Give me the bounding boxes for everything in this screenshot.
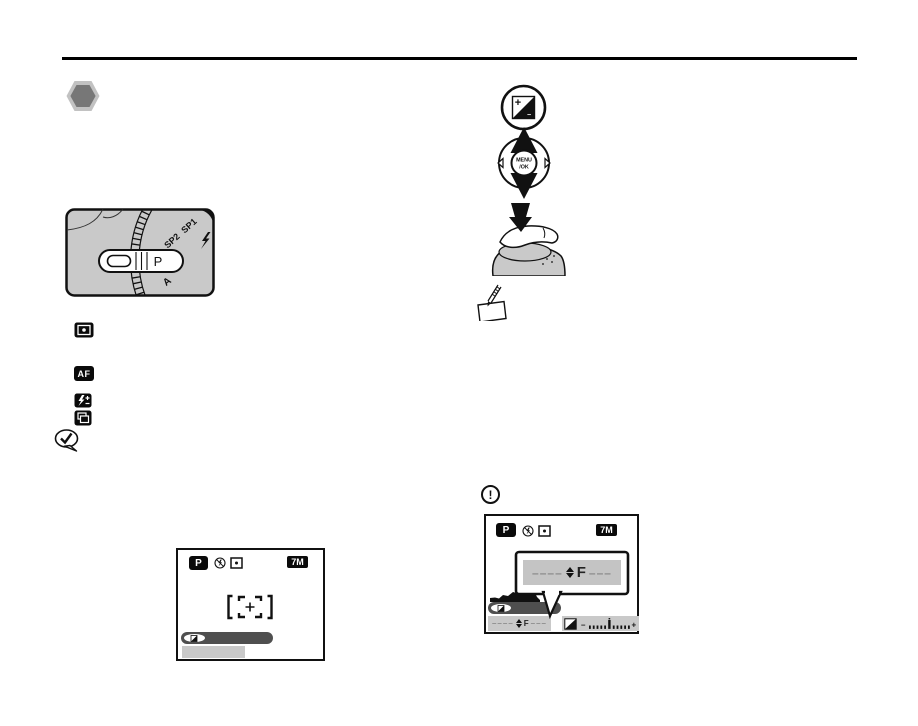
multi-selector-icon: MENU /OK — [497, 127, 551, 199]
warning-icon: ! — [481, 485, 500, 504]
lcd-screen-right: P 7M –––– — [484, 514, 639, 634]
mode-dial-figure: SP1 SP2 A P — [65, 208, 215, 297]
left-arrow-icon — [497, 157, 504, 169]
mode-badge: P — [496, 523, 516, 537]
metering-icon — [538, 525, 551, 537]
exposure-oval-icon — [491, 604, 511, 612]
ev-minus-label: – — [581, 620, 586, 629]
lcd-screen-left: P 7M — [176, 548, 325, 661]
shutter-dashes: –––– — [532, 565, 563, 580]
focus-frame-icon — [227, 594, 273, 620]
finger — [499, 225, 559, 249]
exposure-oval-icon — [184, 634, 205, 642]
note-icon — [477, 284, 507, 321]
flash-off-icon — [522, 525, 534, 537]
menu-label: MENU — [516, 158, 532, 164]
ev-plus-label: + — [631, 620, 636, 629]
hexagon-section-icon — [66, 81, 100, 111]
right-arrow-icon — [544, 157, 551, 169]
resolution-label: 7M — [291, 557, 304, 567]
check-bubble-icon — [54, 429, 79, 452]
af-icon: AF — [74, 366, 94, 381]
spot-metering-icon — [74, 322, 94, 338]
shutter-press-figure — [491, 203, 566, 276]
resolution-badge: 7M — [287, 556, 308, 568]
mode-badge-label: P — [502, 524, 510, 536]
continuous-shooting-icon — [74, 410, 92, 426]
shutter-dashes: –––– — [491, 619, 514, 628]
ev-scale-icon: – + — [581, 617, 636, 629]
aperture-f: F — [576, 564, 586, 581]
mode-badge: P — [189, 556, 208, 570]
flash-compensation-icon — [74, 393, 92, 408]
exposure-menu-bar — [488, 602, 561, 614]
up-arrow-icon — [510, 127, 538, 153]
exposure-mini-icon — [497, 604, 504, 612]
histogram-icon — [490, 586, 540, 602]
updown-arrow-icon — [565, 567, 574, 578]
press-arrow-icon — [509, 203, 532, 232]
flash-icon — [201, 232, 211, 249]
mode-badge-label: P — [195, 557, 202, 569]
flash-off-icon — [214, 557, 226, 569]
exposure-readout: –––– F ––– — [488, 616, 551, 631]
exposure-menu-bar — [181, 632, 273, 644]
resolution-label: 7M — [600, 525, 613, 535]
warning-mark: ! — [488, 487, 493, 502]
exposure-compensation-button-icon: + − — [500, 84, 547, 131]
dial-window-p: P — [154, 254, 163, 269]
aperture-dashes: ––– — [588, 565, 612, 580]
metering-icon — [230, 557, 243, 569]
callout-exposure-display: –––– F ––– — [523, 560, 621, 585]
aperture-dashes: ––– — [530, 619, 548, 628]
updown-arrow-icon — [515, 619, 522, 628]
exposure-plus-label: + — [515, 97, 521, 109]
top-rule — [62, 57, 857, 60]
aperture-f: F — [523, 619, 529, 628]
menu-option-bar — [182, 646, 245, 658]
af-label: AF — [77, 368, 91, 379]
ev-scale-area: – + — [562, 616, 639, 631]
down-arrow-icon — [510, 173, 538, 199]
ok-label: /OK — [519, 165, 529, 171]
exposure-mini-icon — [190, 634, 198, 642]
exposure-minus-label: − — [527, 112, 531, 119]
exposure-compensation-icon — [563, 617, 577, 630]
resolution-badge: 7M — [596, 524, 617, 536]
